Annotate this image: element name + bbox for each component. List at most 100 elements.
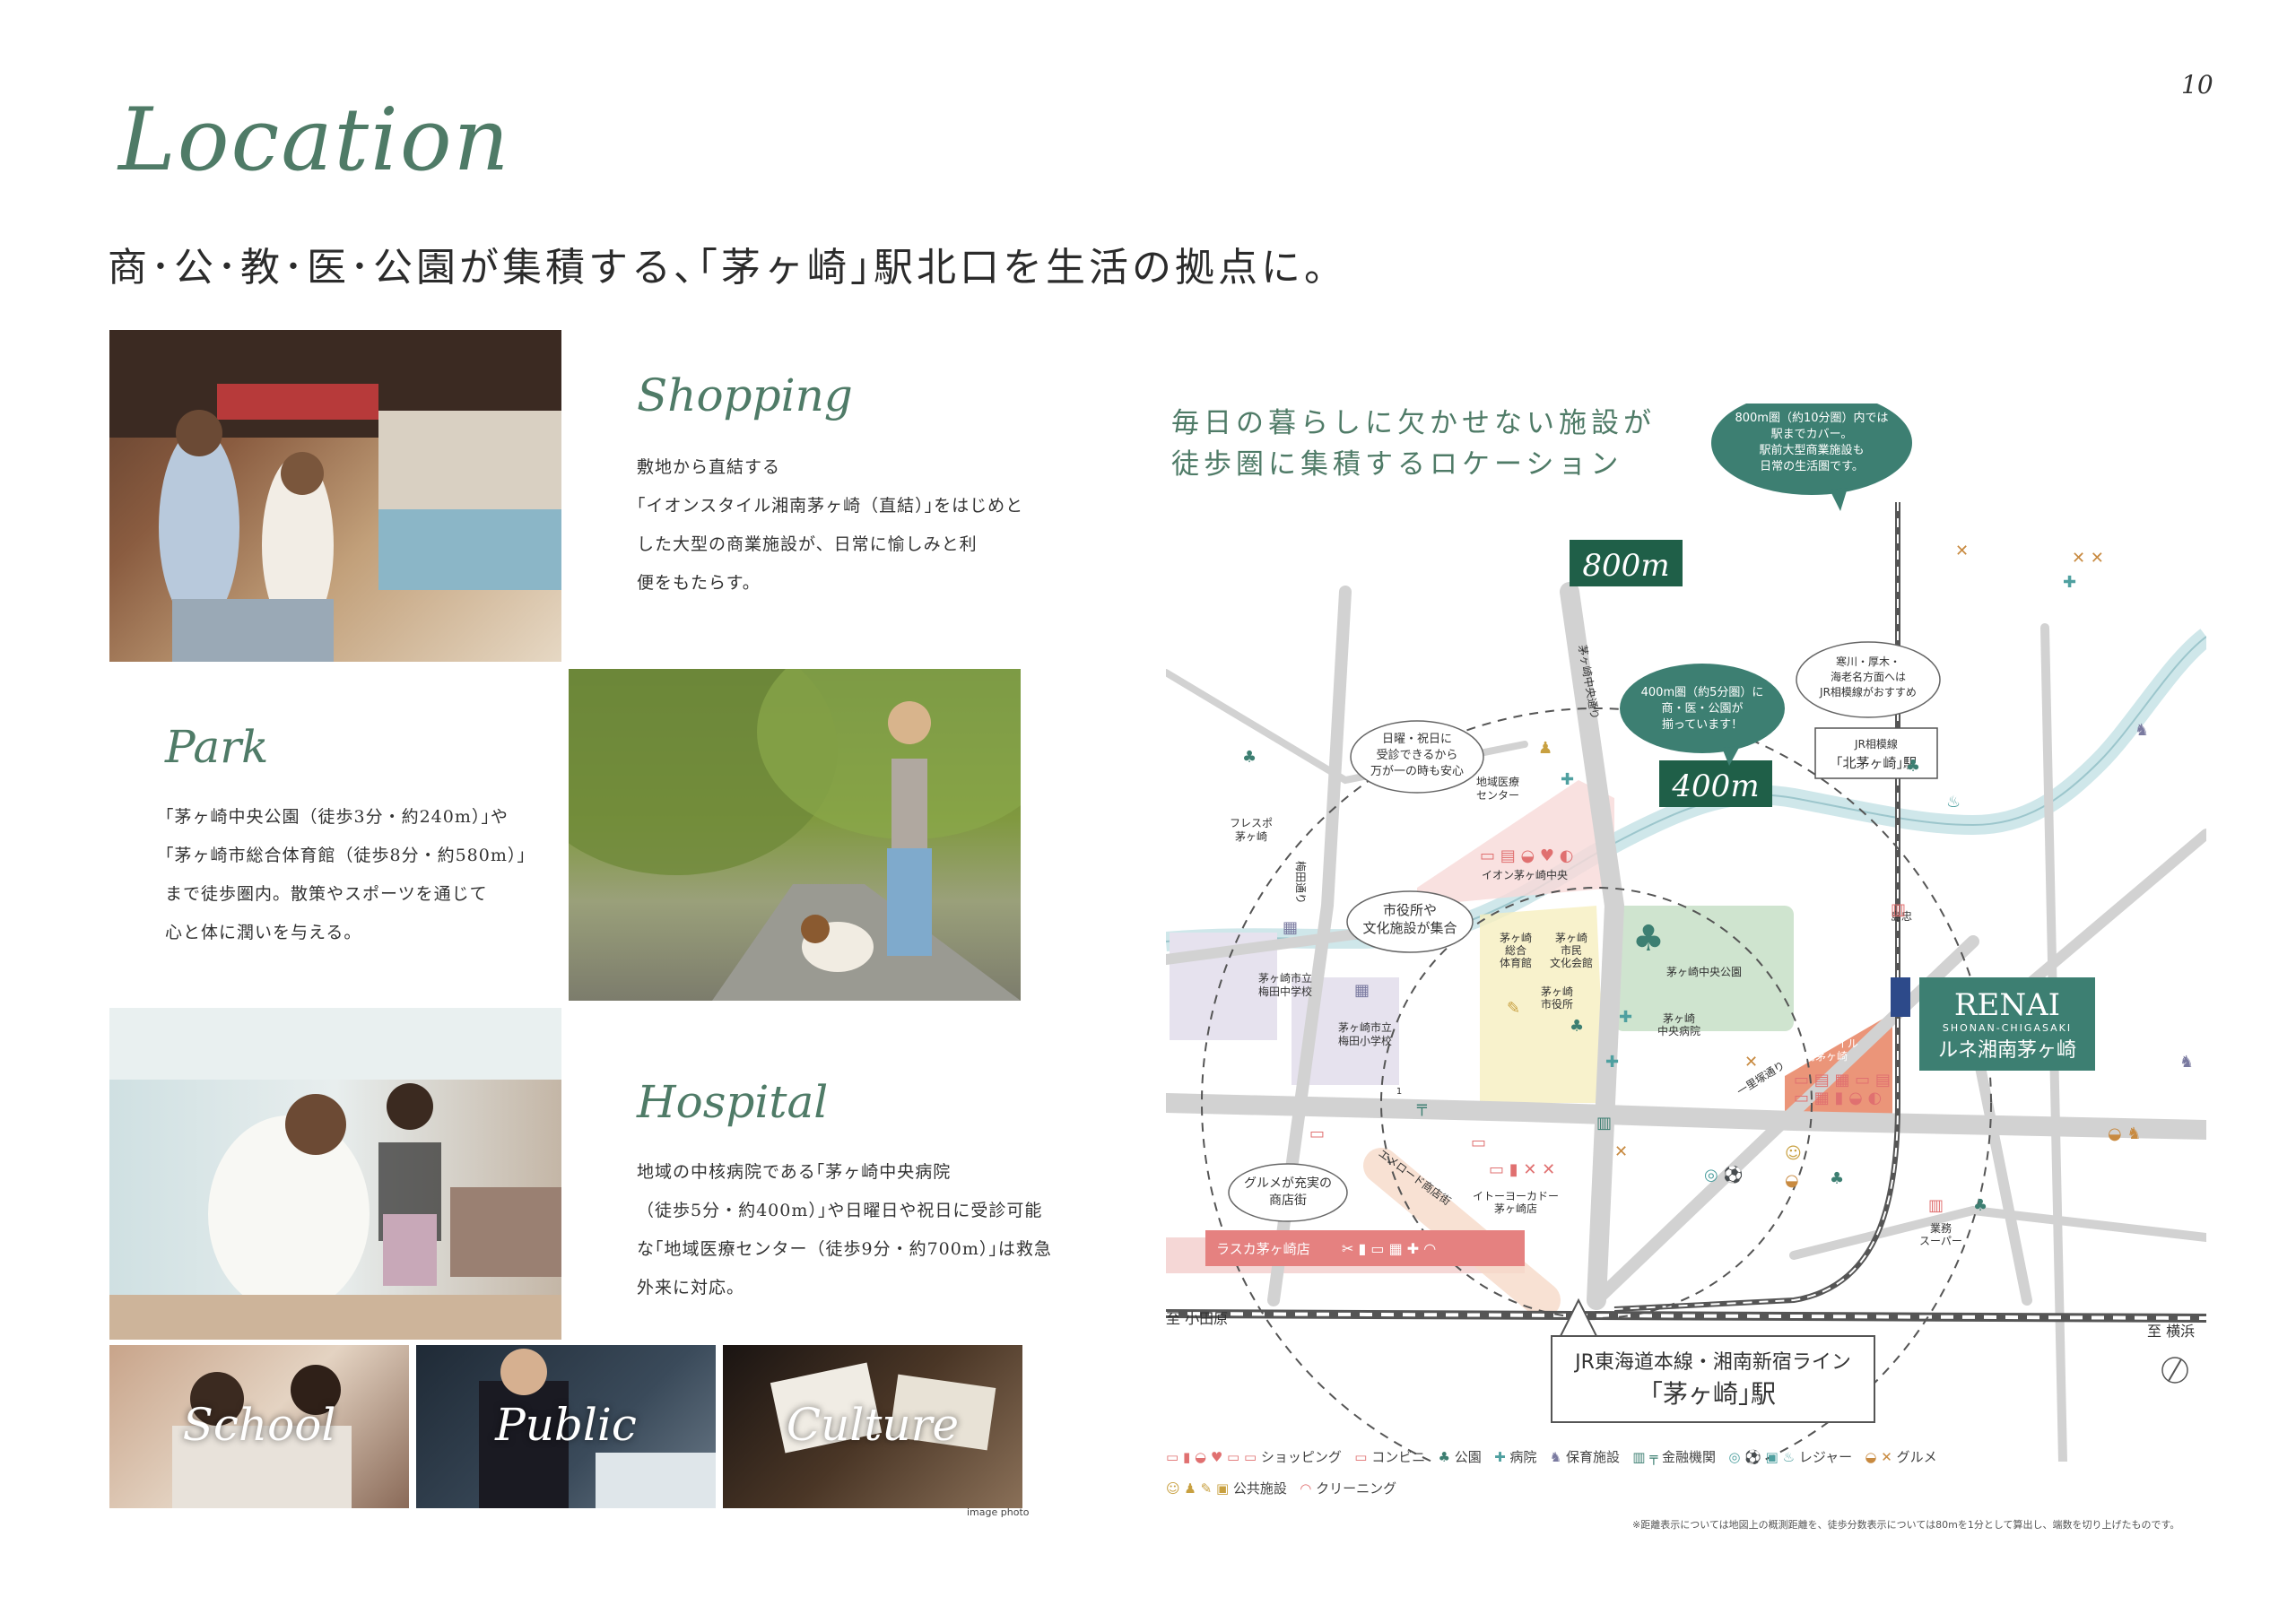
- hospital-line: （徒歩5分・約400m）｣や日曜日や祝日に受診可能: [637, 1201, 1043, 1220]
- svg-text:♣: ♣: [1242, 748, 1257, 767]
- svg-text:茅ヶ崎: 茅ヶ崎: [1541, 985, 1573, 998]
- svg-text:♣: ♣: [1830, 1169, 1844, 1188]
- svg-text:✚: ✚: [1605, 1053, 1619, 1072]
- bubble-800: 800m圏（約10分圏）内では 駅までカバー。 駅前大型商業施設も 日常の生活圏…: [1711, 404, 1912, 511]
- park-line: ｢茅ヶ崎市総合体育館（徒歩8分・約580m）｣: [165, 846, 526, 865]
- map-heading-line-1: 毎日の暮らしに欠かせない施設が: [1171, 407, 1656, 439]
- hospital-line: 地域の中核病院である｢茅ヶ崎中央病院: [637, 1162, 952, 1182]
- svg-text:寒川・厚木・: 寒川・厚木・: [1836, 655, 1900, 668]
- hospital-photo: [109, 1008, 561, 1340]
- svg-text:商店街: 商店街: [1269, 1193, 1307, 1208]
- svg-text:ラスカ茅ヶ崎店: ラスカ茅ヶ崎店: [1216, 1241, 1310, 1257]
- bubble-400: 400m圏（約5分圏）に 商・医・公園が 揃っています！: [1620, 664, 1785, 766]
- dist-400-badge: [1659, 760, 1772, 807]
- svg-text:島忠: 島忠: [1891, 909, 1912, 923]
- legend-shopping: ショッピング: [1260, 1449, 1342, 1465]
- bubble-sunday: 日曜・祝日に 受診できるから 万が一の時も安心: [1350, 720, 1484, 794]
- svg-text:▥: ▥: [1928, 1196, 1944, 1215]
- svg-text:茅ヶ崎市立: 茅ヶ崎市立: [1338, 1020, 1392, 1034]
- svg-text:スーパー: スーパー: [1919, 1235, 1962, 1247]
- svg-text:♨: ♨: [1946, 793, 1961, 812]
- legend-park: 公園: [1454, 1449, 1482, 1465]
- svg-text:日曜・祝日に: 日曜・祝日に: [1382, 733, 1452, 746]
- svg-text:揃っています！: 揃っています！: [1662, 717, 1743, 732]
- svg-text:ルネ湘南茅ヶ崎: ルネ湘南茅ヶ崎: [1938, 1039, 2076, 1062]
- svg-text:茅ヶ崎店: 茅ヶ崎店: [1494, 1202, 1537, 1215]
- bubble-gourmet: グルメが充実の 商店街: [1228, 1163, 1348, 1222]
- shopping-photo-art: [109, 330, 561, 662]
- svg-text:JR相模線がおすすめ: JR相模線がおすすめ: [1819, 685, 1917, 699]
- svg-text:✕: ✕: [1744, 1053, 1758, 1072]
- svg-text:♞: ♞: [2135, 721, 2149, 740]
- culture-thumb-art: [770, 1362, 996, 1454]
- svg-text:海老名方面へは: 海老名方面へは: [1831, 670, 1906, 683]
- image-photo-note: image photo: [967, 1506, 1030, 1518]
- public-label: Public: [495, 1399, 637, 1451]
- to-odawara: 至 小田原: [1166, 1310, 1228, 1327]
- svg-text:市民: 市民: [1561, 943, 1582, 957]
- gourmet-legend-icon: ◒ ✕: [1865, 1449, 1897, 1465]
- to-yokohama: 至 横浜: [2147, 1323, 2195, 1340]
- culture-label: Culture: [786, 1399, 960, 1451]
- svg-text:♣: ♣: [1632, 918, 1665, 959]
- svg-text:✕: ✕: [1614, 1142, 1628, 1161]
- svg-text:JR相模線: JR相模線: [1854, 737, 1898, 751]
- compass-icon: [2161, 1357, 2188, 1384]
- hospital-line: な｢地域医療センター（徒歩9分・約700m）｣は救急: [637, 1239, 1052, 1259]
- page-title: Location: [118, 90, 511, 190]
- svg-text:☺: ☺: [1785, 1144, 1802, 1163]
- shopping-body: 敷地から直結する ｢イオンスタイル湘南茅ヶ崎（直結）｣をはじめと した大型の商業…: [637, 448, 1023, 603]
- svg-text:▭ ▤ ◒ ♥ ◐: ▭ ▤ ◒ ♥ ◐: [1480, 846, 1573, 865]
- svg-text:茅ヶ崎: 茅ヶ崎: [1663, 1012, 1695, 1025]
- park-photo: [569, 669, 1021, 1001]
- svg-text:▦: ▦: [1283, 918, 1298, 937]
- hospital-legend-icon: ✚: [1494, 1449, 1510, 1465]
- public-thumb-art: [479, 1349, 716, 1508]
- culture-thumb: Culture: [723, 1345, 1022, 1508]
- school-thumb-art: [172, 1365, 352, 1508]
- svg-text:業務: 業務: [1930, 1222, 1952, 1235]
- public-zone: [1480, 906, 1605, 1103]
- dist-800-badge: [1570, 540, 1683, 586]
- svg-text:▭ ▦ ▮ ◒ ◐: ▭ ▦ ▮ ◒ ◐: [1794, 1089, 1882, 1107]
- svg-text:SHONAN-CHIGASAKI: SHONAN-CHIGASAKI: [1943, 1022, 2072, 1034]
- svg-text:イオンスタイル: イオンスタイル: [1783, 1037, 1858, 1050]
- svg-text:市役所: 市役所: [1541, 997, 1573, 1011]
- legend-hospital: 病院: [1509, 1449, 1537, 1465]
- shopping-line: した大型の商業施設が、日常に愉しみと利: [637, 534, 978, 554]
- legend-leisure: レジャー: [1798, 1449, 1853, 1465]
- hospital-title: Hospital: [637, 1076, 829, 1128]
- radius-800m-circle: [1201, 707, 1992, 1462]
- legend-cleaning: クリーニング: [1316, 1480, 1397, 1497]
- svg-text:商・医・公園が: 商・医・公園が: [1661, 702, 1743, 716]
- svg-text:✚: ✚: [1561, 770, 1574, 789]
- svg-text:JR東海道本線・湘南新宿ライン: JR東海道本線・湘南新宿ライン: [1573, 1351, 1851, 1374]
- svg-text:文化会館: 文化会館: [1550, 956, 1593, 969]
- svg-text:◒ ♞: ◒ ♞: [2108, 1124, 2142, 1143]
- page-number: 10: [2181, 70, 2213, 100]
- svg-text:駅前大型商業施設も: 駅前大型商業施設も: [1759, 443, 1864, 457]
- svg-text:茅ヶ崎: 茅ヶ崎: [1500, 932, 1532, 944]
- svg-text:フレスポ: フレスポ: [1230, 817, 1273, 829]
- svg-text:♣: ♣: [1570, 1017, 1584, 1036]
- svg-text:地域医療: 地域医療: [1476, 776, 1519, 788]
- svg-text:♞: ♞: [2179, 1053, 2194, 1072]
- bubble-city: 市役所や 文化施設が集合: [1346, 890, 1474, 953]
- svg-text:茅ヶ崎市立: 茅ヶ崎市立: [1258, 971, 1312, 985]
- lusca-chigasaki: ラスカ茅ヶ崎店 ✂ ▮ ▭ ▦ ✚ ◠: [1205, 1230, 1525, 1266]
- svg-text:▭: ▭: [1309, 1124, 1325, 1143]
- svg-text:✎: ✎: [1507, 999, 1520, 1018]
- svg-text:♟: ♟: [1538, 739, 1552, 758]
- park-title: Park: [165, 721, 269, 773]
- svg-text:▦: ▦: [1354, 981, 1370, 1000]
- shopping-line: ｢イオンスタイル湘南茅ヶ崎（直結）｣をはじめと: [637, 496, 1024, 516]
- footnote: ※距離表示については地図上の概測距離を、徒歩分数表示については80mを1分として…: [1632, 1519, 2180, 1531]
- svg-text:万が一の時も安心: 万が一の時も安心: [1370, 765, 1464, 778]
- svg-text:♣: ♣: [1973, 1196, 1987, 1215]
- svg-text:体育館: 体育館: [1500, 956, 1532, 969]
- svg-text:イオン茅ヶ崎中央: イオン茅ヶ崎中央: [1482, 868, 1568, 881]
- svg-text:▭: ▭: [1471, 1133, 1486, 1152]
- svg-text:✚: ✚: [2063, 573, 2076, 592]
- svg-text:▭ ▮ ✕ ✕: ▭ ▮ ✕ ✕: [1489, 1160, 1555, 1179]
- school-label: School: [182, 1399, 336, 1451]
